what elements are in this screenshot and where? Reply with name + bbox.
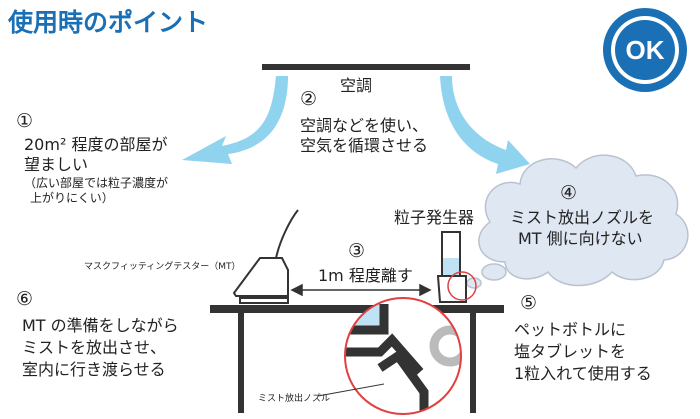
point-4-number: ④ (560, 182, 578, 204)
point-4-line-1: ミスト放出ノズルを (510, 208, 655, 227)
point-5-line-3: 1粒入れて使用する (514, 364, 652, 383)
point-6-line-1: MT の準備をしながら (22, 316, 179, 335)
point-1-number: ① (16, 110, 34, 132)
point-5-number: ⑤ (520, 292, 538, 314)
point-1-note-2: 上がりにくい） (30, 191, 114, 205)
aircon-label: 空調 (340, 76, 373, 95)
point-6-number: ⑥ (16, 288, 34, 310)
point-2-number: ② (300, 88, 318, 110)
zoom-detail (317, 297, 462, 415)
table (210, 305, 504, 413)
point-2-line-1: 空調などを使い、 (300, 116, 429, 135)
page-title: 使用時のポイント (8, 8, 209, 37)
point-4-line-2: MT 側に向けない (518, 229, 643, 248)
distance-label: 1m 程度離す (318, 266, 413, 285)
point-5-line-1: ペットボトルに (514, 320, 627, 339)
point-2-line-2: 空気を循環させる (300, 136, 429, 155)
point-5-line-2: 塩タブレットを (514, 342, 627, 361)
airflow-arrow-right (440, 76, 530, 174)
point-6-line-2: ミストを放出させ、 (22, 338, 167, 357)
particle-generator (436, 231, 477, 303)
aircon-unit (262, 64, 470, 70)
point-1-line-1: 20m² 程度の部屋が (24, 135, 168, 154)
point-1-line-2: 望ましい (24, 155, 89, 174)
nozzle-label: ミスト放出ノズル (258, 394, 331, 404)
point-6-line-3: 室内に行き渡らせる (22, 360, 166, 379)
thought-cloud (466, 154, 689, 289)
point-1-note-1: （広い部屋では粒子濃度が (24, 176, 169, 190)
mask-fitting-tester (232, 209, 299, 304)
particle-generator-label: 粒子発生器 (394, 208, 475, 227)
distance-arrow (290, 283, 432, 297)
ok-badge-label: OK (615, 20, 675, 80)
point-3-number: ③ (348, 240, 366, 262)
airflow-arrow-left (182, 76, 288, 164)
mask-tester-label: マスクフィッティングテスター（MT） (84, 262, 241, 272)
ok-badge: OK (603, 8, 687, 92)
